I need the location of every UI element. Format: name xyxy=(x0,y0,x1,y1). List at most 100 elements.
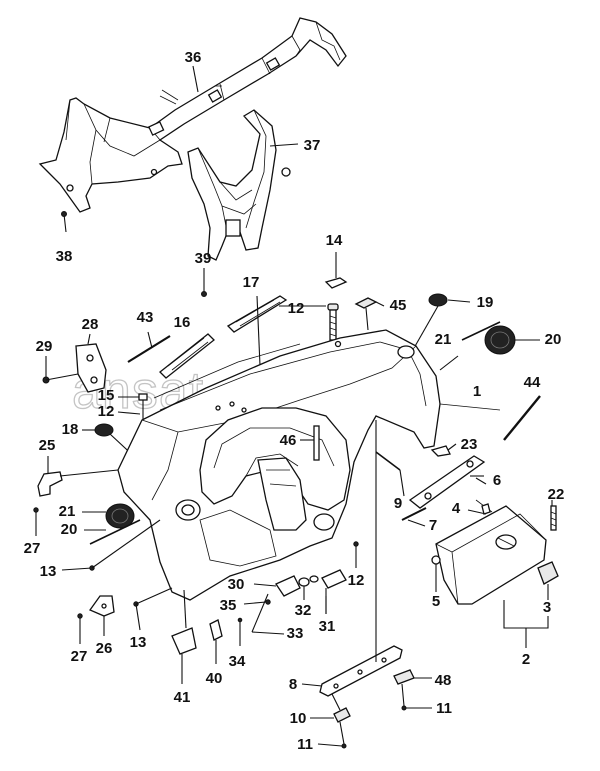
part-4-latch xyxy=(467,503,491,515)
callout-c31: 31 xyxy=(319,618,336,635)
callout-c37: 37 xyxy=(304,137,321,154)
part-25-bracket xyxy=(37,456,119,497)
callout-c4: 4 xyxy=(452,500,461,517)
callout-c23: 23 xyxy=(461,436,478,453)
part-8-rail xyxy=(301,420,403,697)
part-46-pin xyxy=(300,425,320,461)
part-21-ring-right xyxy=(461,321,501,341)
callout-c7: 7 xyxy=(429,517,437,534)
part-11-screw-right xyxy=(401,705,432,711)
part-26-bracket xyxy=(89,595,115,636)
part-19-cap xyxy=(413,293,448,349)
part-16-grille xyxy=(159,333,215,379)
part-10-clip xyxy=(310,693,351,723)
part-33-pin xyxy=(251,593,285,635)
callout-c11b: 11 xyxy=(297,736,313,753)
callout-c19: 19 xyxy=(477,294,494,311)
callout-c3: 3 xyxy=(543,599,551,616)
callout-c46: 46 xyxy=(280,432,297,449)
part-48-clip xyxy=(393,669,432,707)
callout-c10: 10 xyxy=(290,710,307,727)
part-12-screw-lower xyxy=(353,541,359,568)
part-40-clip xyxy=(209,619,223,664)
part-9-brace xyxy=(375,451,405,497)
callout-c25: 25 xyxy=(39,437,56,454)
callout-c18: 18 xyxy=(62,421,79,438)
callout-c28: 28 xyxy=(82,316,99,333)
part-39-bolt xyxy=(201,268,207,297)
part-34-screw xyxy=(237,617,243,646)
part-20-speaker-left xyxy=(84,503,141,545)
callout-c20b: 20 xyxy=(61,521,78,538)
callout-c45: 45 xyxy=(390,297,407,314)
part-1-instrument-panel xyxy=(117,329,441,601)
part-6-bracket xyxy=(408,455,486,509)
callout-c12c: 12 xyxy=(348,572,365,589)
callout-c16: 16 xyxy=(174,314,191,331)
part-3-handle xyxy=(537,561,559,600)
callout-c27b: 27 xyxy=(71,648,88,665)
callout-c32: 32 xyxy=(295,602,312,619)
part-38-bolt xyxy=(61,211,67,233)
part-14-cap xyxy=(324,252,348,289)
callout-c39: 39 xyxy=(195,250,212,267)
callout-c27a: 27 xyxy=(24,540,41,557)
part-22-screw xyxy=(550,505,557,531)
part-2-glove-box xyxy=(435,499,547,605)
callout-c41: 41 xyxy=(174,689,191,706)
callout-c8: 8 xyxy=(289,676,297,693)
callout-c21b: 21 xyxy=(59,503,76,520)
part-11-screw-bottom xyxy=(317,721,347,749)
part-32-knob xyxy=(298,575,319,600)
part-5-bump xyxy=(431,555,441,592)
part-1-leader xyxy=(439,403,501,411)
callout-c22: 22 xyxy=(548,486,565,503)
part-27-screw-lower xyxy=(77,613,83,644)
callout-c13b: 13 xyxy=(130,634,147,651)
callout-c38: 38 xyxy=(56,248,73,265)
callout-c40: 40 xyxy=(206,670,223,687)
part-44-strip xyxy=(503,395,541,441)
callout-c12a: 12 xyxy=(288,300,305,317)
part-30-switch xyxy=(253,575,301,597)
part-23-clip xyxy=(430,445,451,457)
callout-c33: 33 xyxy=(287,625,304,642)
callout-c9: 9 xyxy=(394,495,402,512)
part-12-bolt-center xyxy=(327,303,339,341)
callout-c17: 17 xyxy=(243,274,260,291)
part-13-screw-lower xyxy=(133,587,173,631)
callout-c35: 35 xyxy=(220,597,237,614)
callout-c26: 26 xyxy=(96,640,113,657)
callout-c15: 15 xyxy=(98,387,115,404)
callout-c13a: 13 xyxy=(40,563,57,580)
callout-c11a: 11 xyxy=(436,700,452,717)
part-35-screw xyxy=(243,599,271,605)
callout-c44: 44 xyxy=(524,374,541,391)
part-27-screw-left xyxy=(33,507,39,536)
part-41-cover xyxy=(171,589,197,684)
part-7-rod xyxy=(401,507,427,521)
callout-c36: 36 xyxy=(185,49,202,66)
callout-c12b: 12 xyxy=(98,403,115,420)
part-29-screw xyxy=(42,356,79,384)
callout-c30: 30 xyxy=(228,576,245,593)
leaders xyxy=(192,65,553,527)
callout-c6: 6 xyxy=(493,472,501,489)
part-31-knob xyxy=(321,569,347,614)
callout-c20a: 20 xyxy=(545,331,562,348)
part-45-clip xyxy=(354,297,378,331)
callout-c14: 14 xyxy=(326,232,343,249)
part-43-strip xyxy=(127,331,171,363)
part-36-crossmember xyxy=(38,17,347,213)
part-37-center-brace xyxy=(187,109,291,261)
callout-c21a: 21 xyxy=(435,331,452,348)
callout-c29: 29 xyxy=(36,338,53,355)
callout-c2: 2 xyxy=(522,651,530,668)
callout-c34: 34 xyxy=(229,653,246,670)
part-13-screw-left xyxy=(61,519,161,571)
part-20-speaker-right xyxy=(484,325,540,355)
callout-c48: 48 xyxy=(435,672,452,689)
